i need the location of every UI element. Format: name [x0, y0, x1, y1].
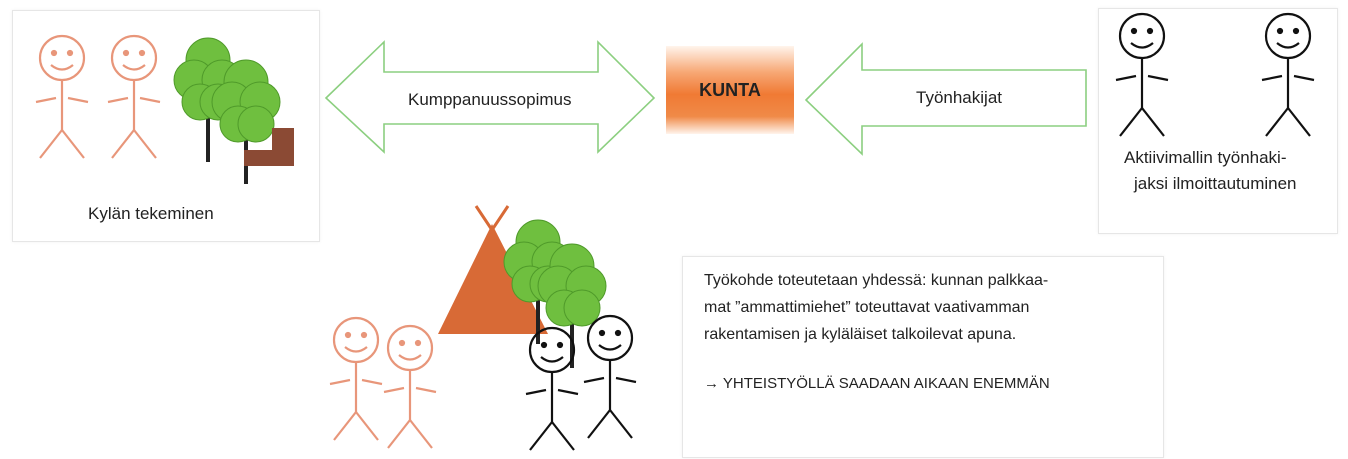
note-line-1: Työkohde toteutetaan yhdessä: kunnan pal…	[704, 272, 1049, 289]
villager-figure-3	[328, 316, 384, 442]
note-box	[682, 256, 1164, 458]
partnership-double-arrow	[324, 40, 656, 154]
municipality-box: KUNTA	[666, 46, 794, 134]
villager-figure-1	[34, 34, 90, 160]
jobseeker-figure-2	[1260, 12, 1316, 138]
jobseekers-label: Työnhakijat	[916, 88, 1002, 107]
village-caption: Kylän tekeminen	[88, 204, 214, 223]
jobseeker-figure-1	[1114, 12, 1170, 138]
municipality-label: KUNTA	[699, 79, 761, 100]
note-line-2: mat ”ammattimiehet” toteuttavat vaativam…	[704, 299, 1030, 316]
jobseekers-caption-line1: Aktiivimallin työnhaki-	[1124, 148, 1287, 167]
note-line-3: rakentamisen ja kyläläiset talkoilevat a…	[704, 326, 1017, 343]
building-block-icon	[244, 128, 294, 166]
tent-icon	[438, 205, 548, 334]
partnership-label: Kumppanuussopimus	[408, 90, 572, 109]
villager-figure-4	[382, 324, 438, 450]
note-conclusion: → YHTEISTYÖLLÄ SAADAAN AIKAAN ENEMMÄN	[704, 375, 1050, 392]
worker-figure-2	[582, 314, 638, 440]
jobseekers-caption-line2: jaksi ilmoittautuminen	[1134, 174, 1297, 193]
villager-figure-2	[106, 34, 162, 160]
jobseekers-arrow	[804, 42, 1087, 156]
